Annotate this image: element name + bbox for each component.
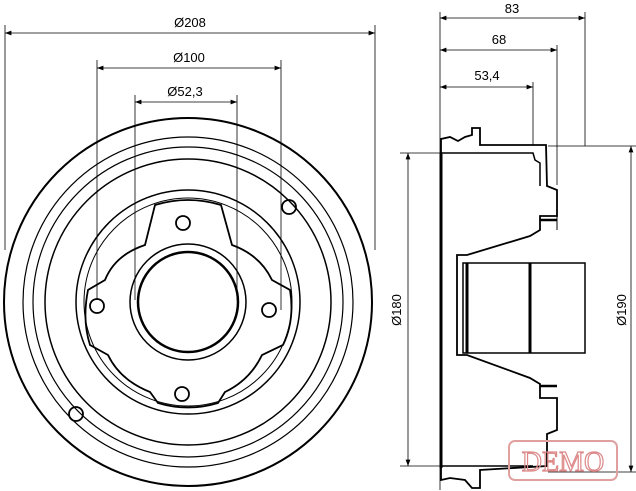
side-view xyxy=(400,12,636,490)
demo-watermark: DEMO xyxy=(508,440,618,481)
drum-diameter-label: Ø190 xyxy=(614,294,629,326)
total-height-label: 83 xyxy=(505,1,519,16)
center-bore-label: Ø52,3 xyxy=(167,84,202,99)
demo-watermark-text: DEMO xyxy=(522,447,604,478)
bolt-circle-label: Ø100 xyxy=(173,50,205,65)
inner-diameter-label: Ø180 xyxy=(389,294,404,326)
height-53-label: 53,4 xyxy=(474,68,499,83)
height-68-label: 68 xyxy=(492,32,506,47)
front-view xyxy=(3,25,376,487)
outer-diameter-label: Ø208 xyxy=(174,15,206,30)
